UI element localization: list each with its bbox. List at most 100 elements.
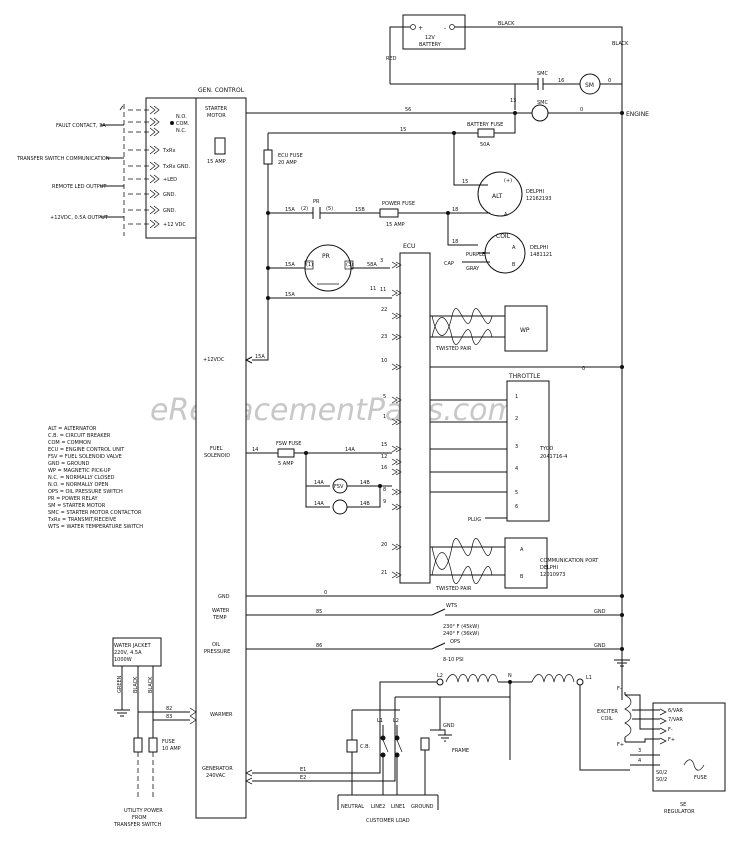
svg-text:GND: GND <box>218 594 230 600</box>
svg-text:SOLENOID: SOLENOID <box>204 453 230 459</box>
svg-text:2: 2 <box>515 416 518 422</box>
svg-text:15 AMP: 15 AMP <box>386 222 405 228</box>
svg-text:LINE1: LINE1 <box>391 804 405 810</box>
svg-text:3: 3 <box>638 748 641 754</box>
ground-fuse <box>420 737 430 751</box>
svg-text:(5): (5) <box>326 206 333 212</box>
svg-text:GROUND: GROUND <box>411 804 434 810</box>
terminal-arrows <box>149 105 160 229</box>
battery-negative-wire <box>455 26 623 700</box>
svg-text:L1: L1 <box>586 675 592 681</box>
svg-text:PRESSURE: PRESSURE <box>204 649 230 655</box>
svg-text:1: 1 <box>515 394 518 400</box>
svg-text:15A: 15A <box>285 292 295 298</box>
svg-text:240VAC: 240VAC <box>206 773 226 779</box>
svg-text:E2: E2 <box>300 775 306 781</box>
svg-text:FSW FUSE: FSW FUSE <box>276 441 301 447</box>
stator-winding-2 <box>531 674 575 683</box>
exciter-coil <box>624 694 632 738</box>
svg-text:BLACK: BLACK <box>133 676 139 693</box>
svg-text:0: 0 <box>582 366 585 372</box>
transfer-switch-label: TRANSFER SWITCH COMMUNICATION <box>16 156 110 162</box>
svg-text:EXCITER: EXCITER <box>597 709 618 715</box>
svg-text:12: 12 <box>381 454 387 460</box>
stator-winding-1 <box>445 674 499 683</box>
svg-text:WARMER: WARMER <box>210 712 233 718</box>
output-12vdc-label: +12VDC, 0.5A OUTPUT <box>50 215 109 221</box>
svg-text:5 AMP: 5 AMP <box>278 461 294 467</box>
svg-text:A: A <box>512 245 516 251</box>
svg-text:PR: PR <box>313 199 320 205</box>
svg-text:15: 15 <box>462 179 468 185</box>
svg-text:PLUG: PLUG <box>468 517 481 523</box>
svg-text:GND: GND <box>594 643 606 649</box>
svg-text:15: 15 <box>400 127 406 133</box>
black-wire-label-2: BLACK <box>612 41 629 47</box>
svg-text:12V: 12V <box>425 35 435 41</box>
svg-text:1: 1 <box>383 414 386 420</box>
throttle-body <box>506 380 550 522</box>
svg-text:GND: GND <box>443 723 455 729</box>
ecu-box <box>399 252 431 584</box>
battery: + - 12V BATTERY <box>402 14 466 50</box>
svg-text:CUSTOMER LOAD: CUSTOMER LOAD <box>366 818 410 824</box>
terminal-dashed-wires <box>119 103 150 236</box>
svg-text:14A: 14A <box>314 501 324 507</box>
svg-text:OPS: OPS <box>450 639 460 645</box>
se-regulator <box>652 702 726 792</box>
red-wire-label: RED <box>386 56 397 62</box>
svg-text:UTILITY POWER: UTILITY POWER <box>124 808 163 814</box>
svg-text:FSV: FSV <box>334 484 344 490</box>
svg-text:14B: 14B <box>360 501 370 507</box>
svg-text:PR: PR <box>322 253 330 260</box>
frame-ground-icon <box>438 734 452 742</box>
svg-text:WATER: WATER <box>212 608 230 614</box>
svg-text:20 AMP: 20 AMP <box>278 160 297 166</box>
svg-text:+LED: +LED <box>163 177 177 183</box>
svg-text:BATTERY FUSE: BATTERY FUSE <box>467 122 503 128</box>
svg-text:14A: 14A <box>345 447 355 453</box>
svg-text:NEUTRAL: NEUTRAL <box>341 804 364 810</box>
svg-text:15 AMP: 15 AMP <box>207 159 226 165</box>
remote-led-label: REMOTE LED OUTPUT <box>52 184 107 190</box>
svg-text:ECU FUSE: ECU FUSE <box>278 153 303 159</box>
ecu-title: ECU <box>403 243 415 250</box>
svg-text:8: 8 <box>383 487 386 493</box>
svg-text:BATTERY: BATTERY <box>419 42 442 48</box>
svg-text:15: 15 <box>381 442 387 448</box>
svg-text:12162193: 12162193 <box>526 196 551 202</box>
svg-text:21: 21 <box>381 570 387 576</box>
svg-text:14A: 14A <box>314 480 324 486</box>
svg-text:+12 VDC: +12 VDC <box>163 222 186 228</box>
svg-text:GREEN: GREEN <box>117 675 123 693</box>
svg-text:ECU = ENGINE CONTROL UNIT: ECU = ENGINE CONTROL UNIT <box>48 447 125 453</box>
svg-text:BLACK: BLACK <box>148 676 154 693</box>
svg-text:0: 0 <box>608 78 611 84</box>
svg-text:15A: 15A <box>285 262 295 268</box>
svg-text:S0/2: S0/2 <box>656 777 667 783</box>
gen-control-fuse <box>214 137 226 155</box>
svg-text:TxRx GND.: TxRx GND. <box>162 164 191 170</box>
svg-text:TxRx: TxRx <box>162 148 175 154</box>
svg-text:F-: F- <box>617 686 622 692</box>
svg-text:SMC = STARTER MOTOR CONTACTOR: SMC = STARTER MOTOR CONTACTOR <box>48 510 142 516</box>
svg-text:(3): (3) <box>346 262 353 268</box>
svg-text:SM = STARTER MOTOR: SM = STARTER MOTOR <box>48 503 106 509</box>
warmer-fuse-2 <box>148 737 158 753</box>
svg-text:TYCO: TYCO <box>539 446 553 452</box>
warmer-fuse-1 <box>133 737 143 753</box>
svg-text:4: 4 <box>515 466 518 472</box>
twisted-pair-1 <box>431 308 493 345</box>
svg-text:F+: F+ <box>668 737 675 743</box>
svg-text:STARTER: STARTER <box>205 106 228 112</box>
svg-text:L1: L1 <box>377 718 383 724</box>
svg-text:WP = MAGNETIC PICK-UP: WP = MAGNETIC PICK-UP <box>48 468 111 474</box>
ecu-pins: 3 11 22 23 10 5 1 15 12 16 8 9 20 21 <box>380 258 387 576</box>
alternator <box>477 171 523 217</box>
wire-15-alt <box>453 133 478 186</box>
svg-text:SM: SM <box>585 82 594 89</box>
svg-text:23: 23 <box>381 334 387 340</box>
svg-text:0: 0 <box>324 590 327 596</box>
fuel-solenoid-valve-2 <box>332 499 348 515</box>
svg-text:COMMUNICATION PORT: COMMUNICATION PORT <box>540 558 599 564</box>
